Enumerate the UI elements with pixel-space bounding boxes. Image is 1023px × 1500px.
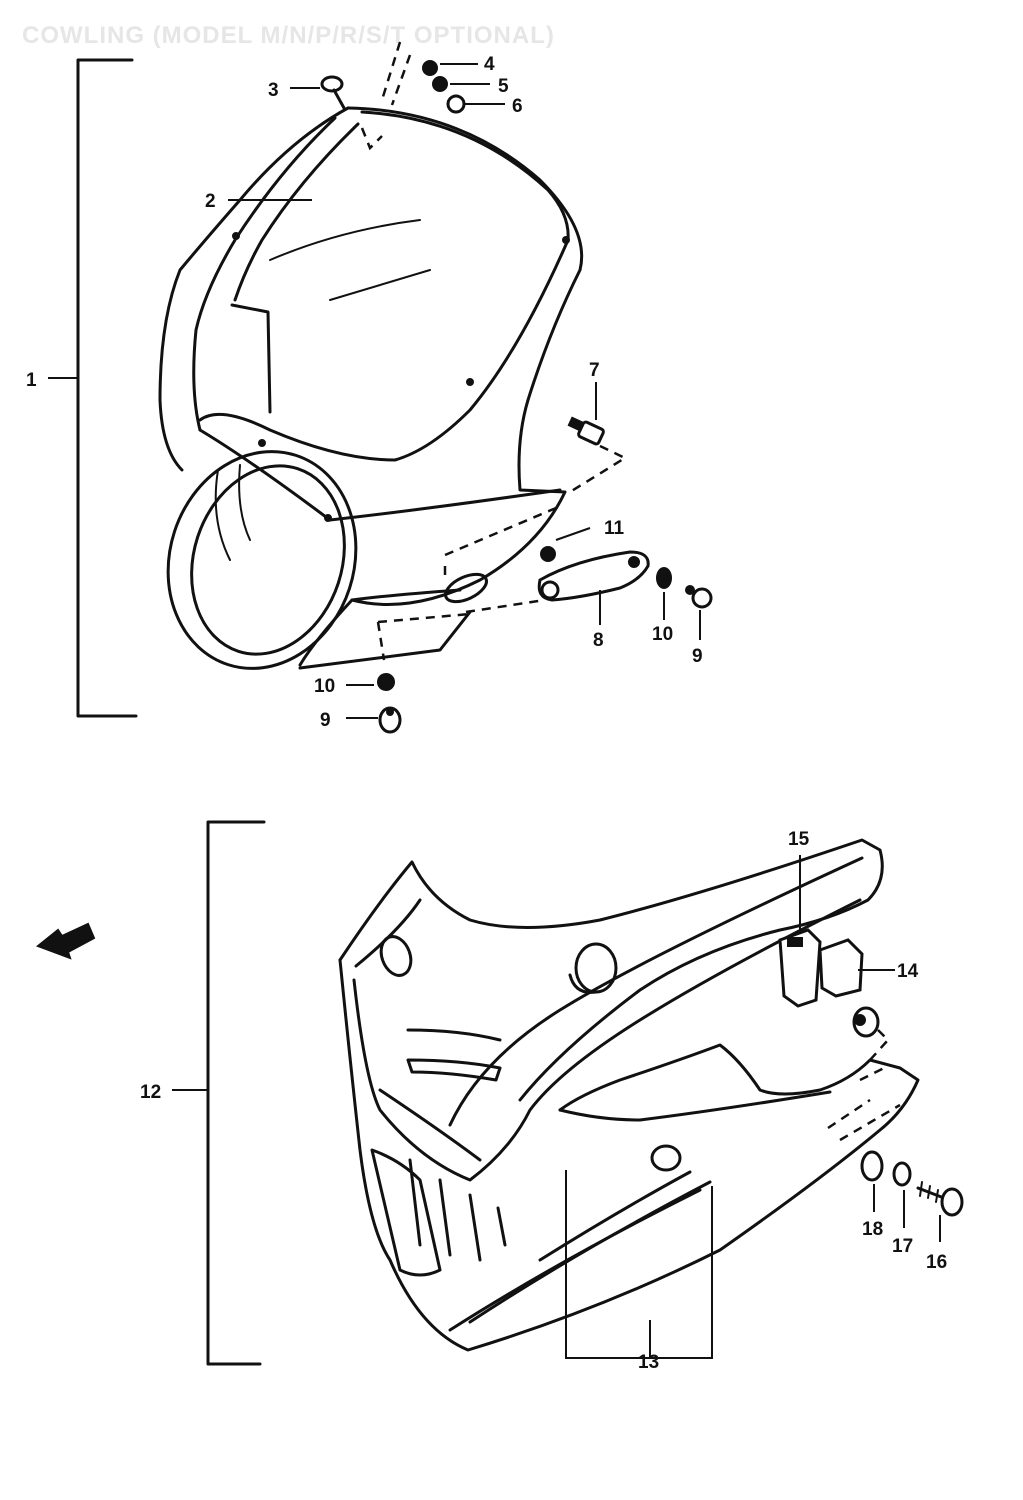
bracket-group-12 [172,820,266,1366]
callout-4: 4 [484,54,495,75]
callout-10-bottom: 10 [314,676,335,697]
callout-10-right: 10 [652,624,673,645]
bracket-group-1 [48,58,138,718]
washer-18 [860,1150,884,1212]
lower-cowling [338,838,920,1352]
callout-2: 2 [205,191,216,212]
callout-17: 17 [892,1236,913,1257]
callout-5: 5 [498,76,509,97]
callout-7: 7 [589,360,600,381]
callout-9-bottom: 9 [320,710,331,731]
clip-15 [778,855,822,1008]
callout-3: 3 [268,80,279,101]
front-arrow-icon [36,922,96,960]
callout-18: 18 [862,1219,883,1240]
leader-13 [565,1170,713,1359]
bolt-3 [290,75,346,110]
screw-9-bottom [346,706,402,734]
fasteners-4-5-6 [422,60,505,114]
clip-14 [818,938,895,1061]
diagram-title: COWLING (MODEL M/N/P/R/S/T OPTIONAL) [22,22,555,49]
callout-8: 8 [593,630,604,651]
callout-14: 14 [897,961,919,982]
nut-10-right [656,567,672,620]
bolt-7 [567,382,628,494]
callout-15: 15 [788,829,810,850]
upper-cowling [158,41,584,670]
washer-17 [892,1161,912,1228]
screw-9-right [685,585,713,640]
callout-9-right: 9 [692,646,703,667]
bolt-16 [916,1181,964,1242]
callout-12: 12 [140,1082,161,1103]
callout-1: 1 [26,370,37,391]
callout-16: 16 [926,1252,947,1273]
callout-labels: 1 2 3 4 5 6 7 8 9 9 10 10 11 12 13 14 15… [26,54,947,1373]
callout-13: 13 [638,1352,659,1373]
callout-6: 6 [512,96,523,117]
nut-10-bottom [346,673,395,691]
stay-8 [465,527,650,625]
callout-11: 11 [604,518,625,539]
